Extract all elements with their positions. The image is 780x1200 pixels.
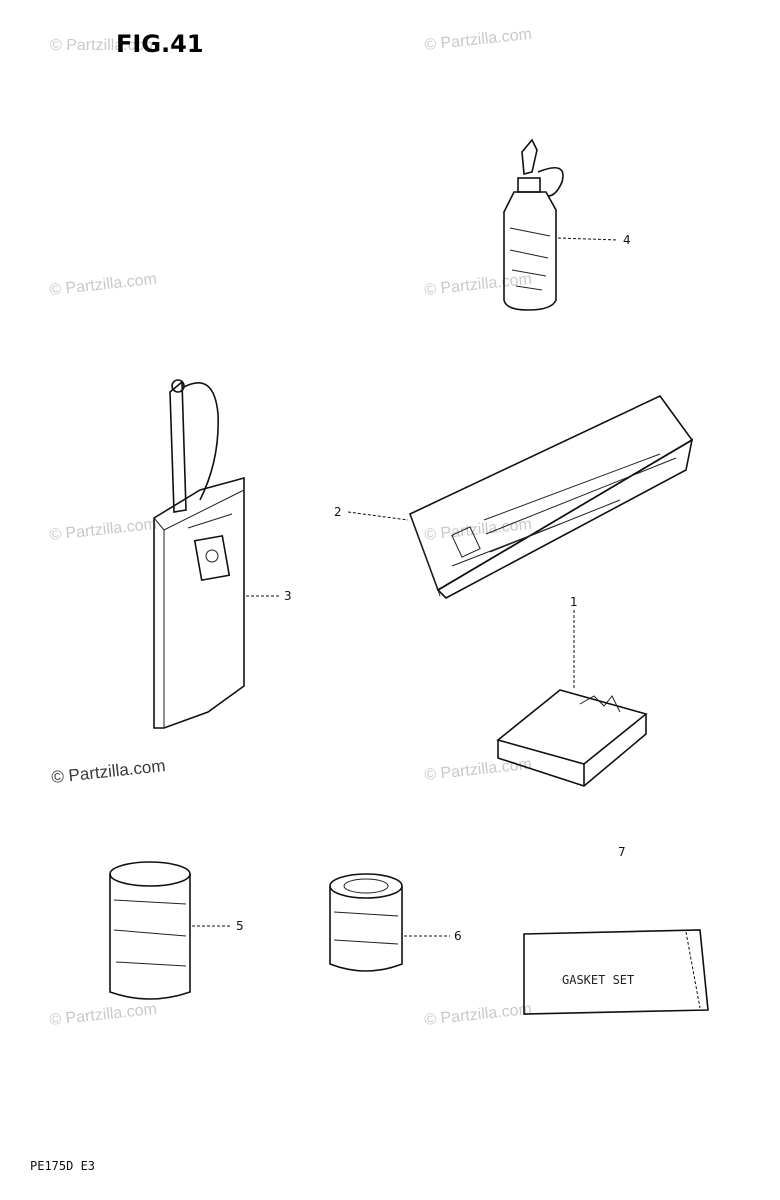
- part-oil-bottle-4: [503, 138, 564, 311]
- gasket-set-label: GASKET SET: [562, 973, 634, 987]
- leader-line: [347, 511, 409, 521]
- part-bond-box-2: [408, 394, 694, 599]
- leader-line: [557, 237, 619, 241]
- watermark: © Partzilla.com: [49, 271, 158, 299]
- callout-6: 6: [454, 929, 462, 943]
- part-gasket-set-7: GASKET SET: [523, 929, 709, 1015]
- part-small-box-1: [496, 689, 648, 787]
- watermark: © Partzilla.com: [424, 756, 533, 784]
- part-can-6: [329, 873, 403, 972]
- part-fuel-can-3: [153, 379, 245, 729]
- callout-2: 2: [334, 505, 342, 519]
- part-can-5: [109, 861, 191, 1000]
- figure-title: FIG.41: [116, 30, 204, 58]
- callout-1: 1: [570, 595, 578, 609]
- watermark-dark: © Partzilla.com: [50, 756, 166, 787]
- footer-code: PE175D E3: [30, 1159, 95, 1173]
- watermark: © Partzilla.com: [424, 26, 533, 54]
- watermark: © Partzilla.com: [49, 516, 158, 544]
- callout-3: 3: [284, 589, 292, 603]
- callout-7: 7: [618, 845, 626, 859]
- watermark: © Partzilla.com: [424, 271, 533, 299]
- callout-4: 4: [623, 233, 631, 247]
- callout-5: 5: [236, 919, 244, 933]
- watermark: © Partzilla.com: [49, 1001, 158, 1029]
- watermark: © Partzilla.com: [424, 1001, 533, 1029]
- watermark: © Partzilla.com: [424, 516, 533, 544]
- watermark: © Partzilla.com: [50, 37, 158, 54]
